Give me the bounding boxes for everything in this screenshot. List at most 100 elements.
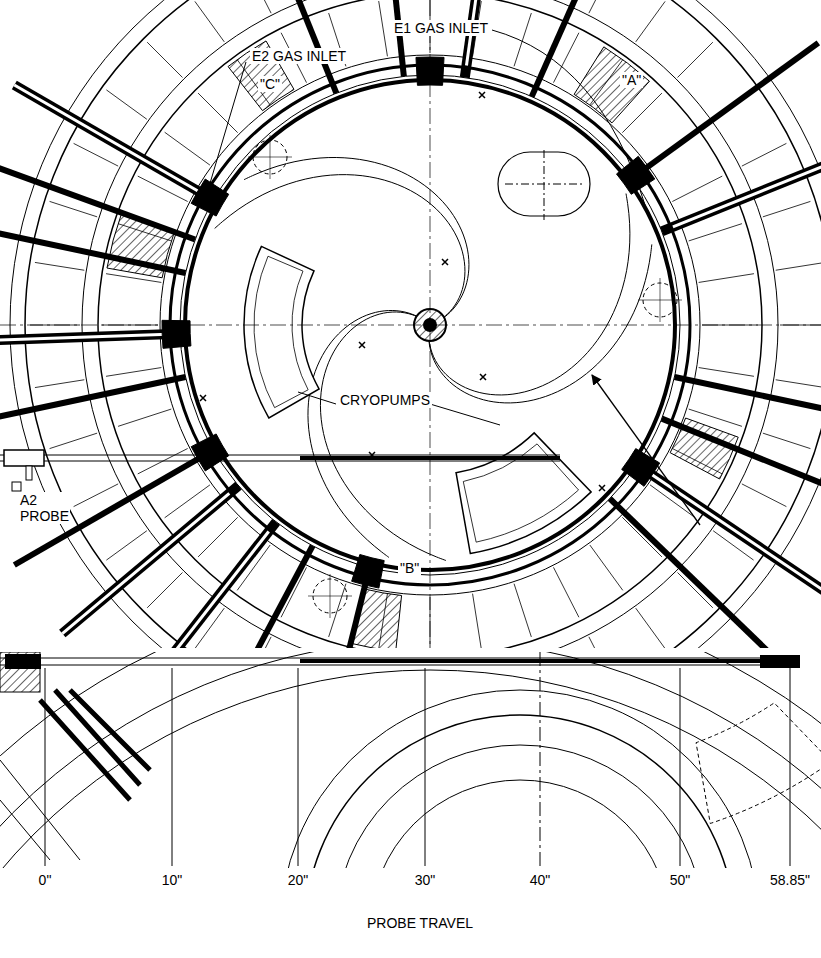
drawing-line [632,43,818,178]
drawing-line [430,404,500,425]
drawing-line [0,225,185,273]
drawing-line [610,499,775,648]
drawing-line [642,43,818,171]
drawing-line [673,423,821,505]
drawing-line [0,161,184,236]
drawing-line [763,433,811,448]
drawing-line [35,262,84,270]
drawing-line [198,517,238,557]
drawing-line [514,584,531,637]
drawing-line [106,90,146,119]
drawing-line [689,224,742,241]
drawing-line [14,85,203,194]
drawing-line [40,690,150,800]
drawing-line [0,670,821,868]
drawing-line [26,466,32,480]
drawing-line [696,703,821,824]
dimension-label: 0" [37,872,54,888]
drawing-line [270,135,271,179]
drawing-line [680,668,681,866]
dimension-label: 30" [413,872,438,888]
drawing-line [198,93,238,133]
drawing-line [636,1,665,41]
drawing-line [647,472,821,594]
drawing-line [10,0,821,648]
drawing-line [480,374,486,380]
drawing-line [0,461,560,462]
gas-inlet-label: E1 GAS INLET [392,20,490,36]
drawing-line [617,156,655,194]
drawing-line [300,659,760,663]
drawing-line [244,246,319,418]
drawing-line [208,62,246,190]
drawing-line [430,0,431,648]
drawing-line [699,274,754,283]
drawing-line [14,456,203,565]
drawing-line [335,745,705,868]
drawing-line [592,375,700,525]
drawing-line [4,450,44,466]
drawing-line [205,556,307,648]
drawing-line [465,0,497,77]
drawing-line [0,652,40,692]
drawing-line [147,572,182,607]
drawing-line [589,637,612,648]
drawing-line [589,0,612,13]
drawing-line [330,574,331,618]
drawing-line [590,545,623,590]
probe-travel-view [0,652,821,868]
drawing-line [82,0,778,648]
drawing-line [574,47,649,123]
drawing-line [191,434,229,471]
drawing-line [106,531,146,560]
drawing-line [0,652,821,868]
drawing-line [165,132,210,165]
drawing-line [118,409,171,426]
part-label: CRYOPUMPS [338,392,432,408]
drawing-line [379,1,388,56]
drawing-line [763,201,811,216]
drawing-line [106,368,161,377]
drawing-line [320,312,445,560]
drawing-line [544,150,545,220]
drawing-line [74,484,119,507]
drawing-line [429,244,652,403]
drawing-line [473,594,482,648]
drawing-line [622,449,660,487]
drawing-line [540,652,541,866]
drawing-line [776,380,821,388]
axis-caption: PROBE TRAVEL [365,915,475,931]
drawing-line [147,42,182,77]
drawing-line [677,42,712,77]
drawing-line [636,608,665,648]
drawing-line [329,584,346,637]
drawing-line [0,379,174,424]
drawing-line [742,143,787,166]
drawing-line [686,379,821,424]
drawing-line [622,517,662,557]
sector-label: "C" [258,76,282,92]
drawing-line [380,0,404,76]
drawing-line [305,715,735,868]
dimension-label: 10" [160,872,185,888]
drawing-line [45,668,46,866]
drawing-line [0,760,80,860]
sector-label: "A" [620,72,643,88]
drawing-line [35,380,84,388]
drawing-line [675,377,821,425]
drawing-line [195,1,224,41]
drawing-line [0,334,168,342]
drawing-line [776,262,821,270]
drawing-line [660,278,661,322]
drawing-line [790,668,791,866]
drawing-line [162,320,191,348]
drawing-line [0,455,560,456]
drawing-line [298,392,336,404]
drawing-line [0,658,800,659]
drawing-line [537,0,626,86]
drawing-line [492,30,645,205]
drawing-line [0,225,174,270]
drawing-line [280,690,760,868]
drawing-line [5,654,41,669]
